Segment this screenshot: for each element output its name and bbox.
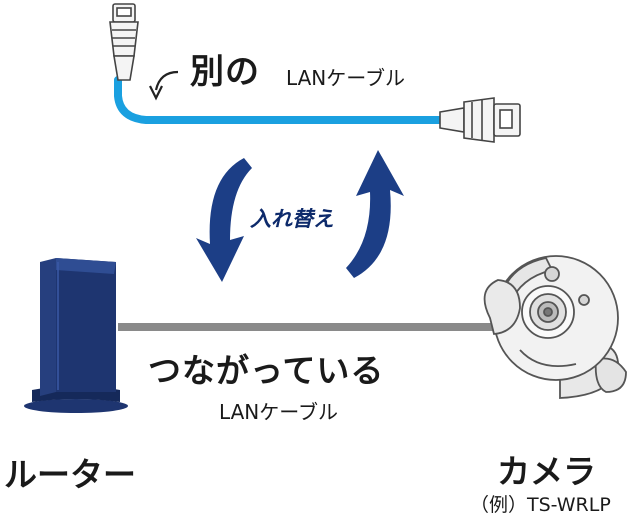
connected-cable-label: LANケーブル bbox=[219, 400, 339, 424]
camera-model-label: （例）TS-WRLP bbox=[470, 494, 611, 516]
camera-label: カメラ bbox=[497, 452, 596, 491]
ethernet-plug-icon bbox=[109, 3, 139, 81]
router-label: ルーター bbox=[4, 455, 136, 494]
other-cable-prefix: 別の bbox=[190, 52, 260, 92]
curved-arrow-icon bbox=[149, 70, 179, 101]
swap-arrows-icon bbox=[196, 150, 404, 282]
other-cable-label: LANケーブル bbox=[286, 66, 406, 90]
other-lan-cable bbox=[114, 76, 444, 124]
swap-label: 入れ替え bbox=[250, 207, 334, 231]
ethernet-plug-icon bbox=[439, 97, 521, 143]
camera-icon bbox=[483, 255, 627, 399]
connected-cable-prefix: つながっている bbox=[148, 351, 385, 390]
router-icon bbox=[24, 258, 128, 413]
